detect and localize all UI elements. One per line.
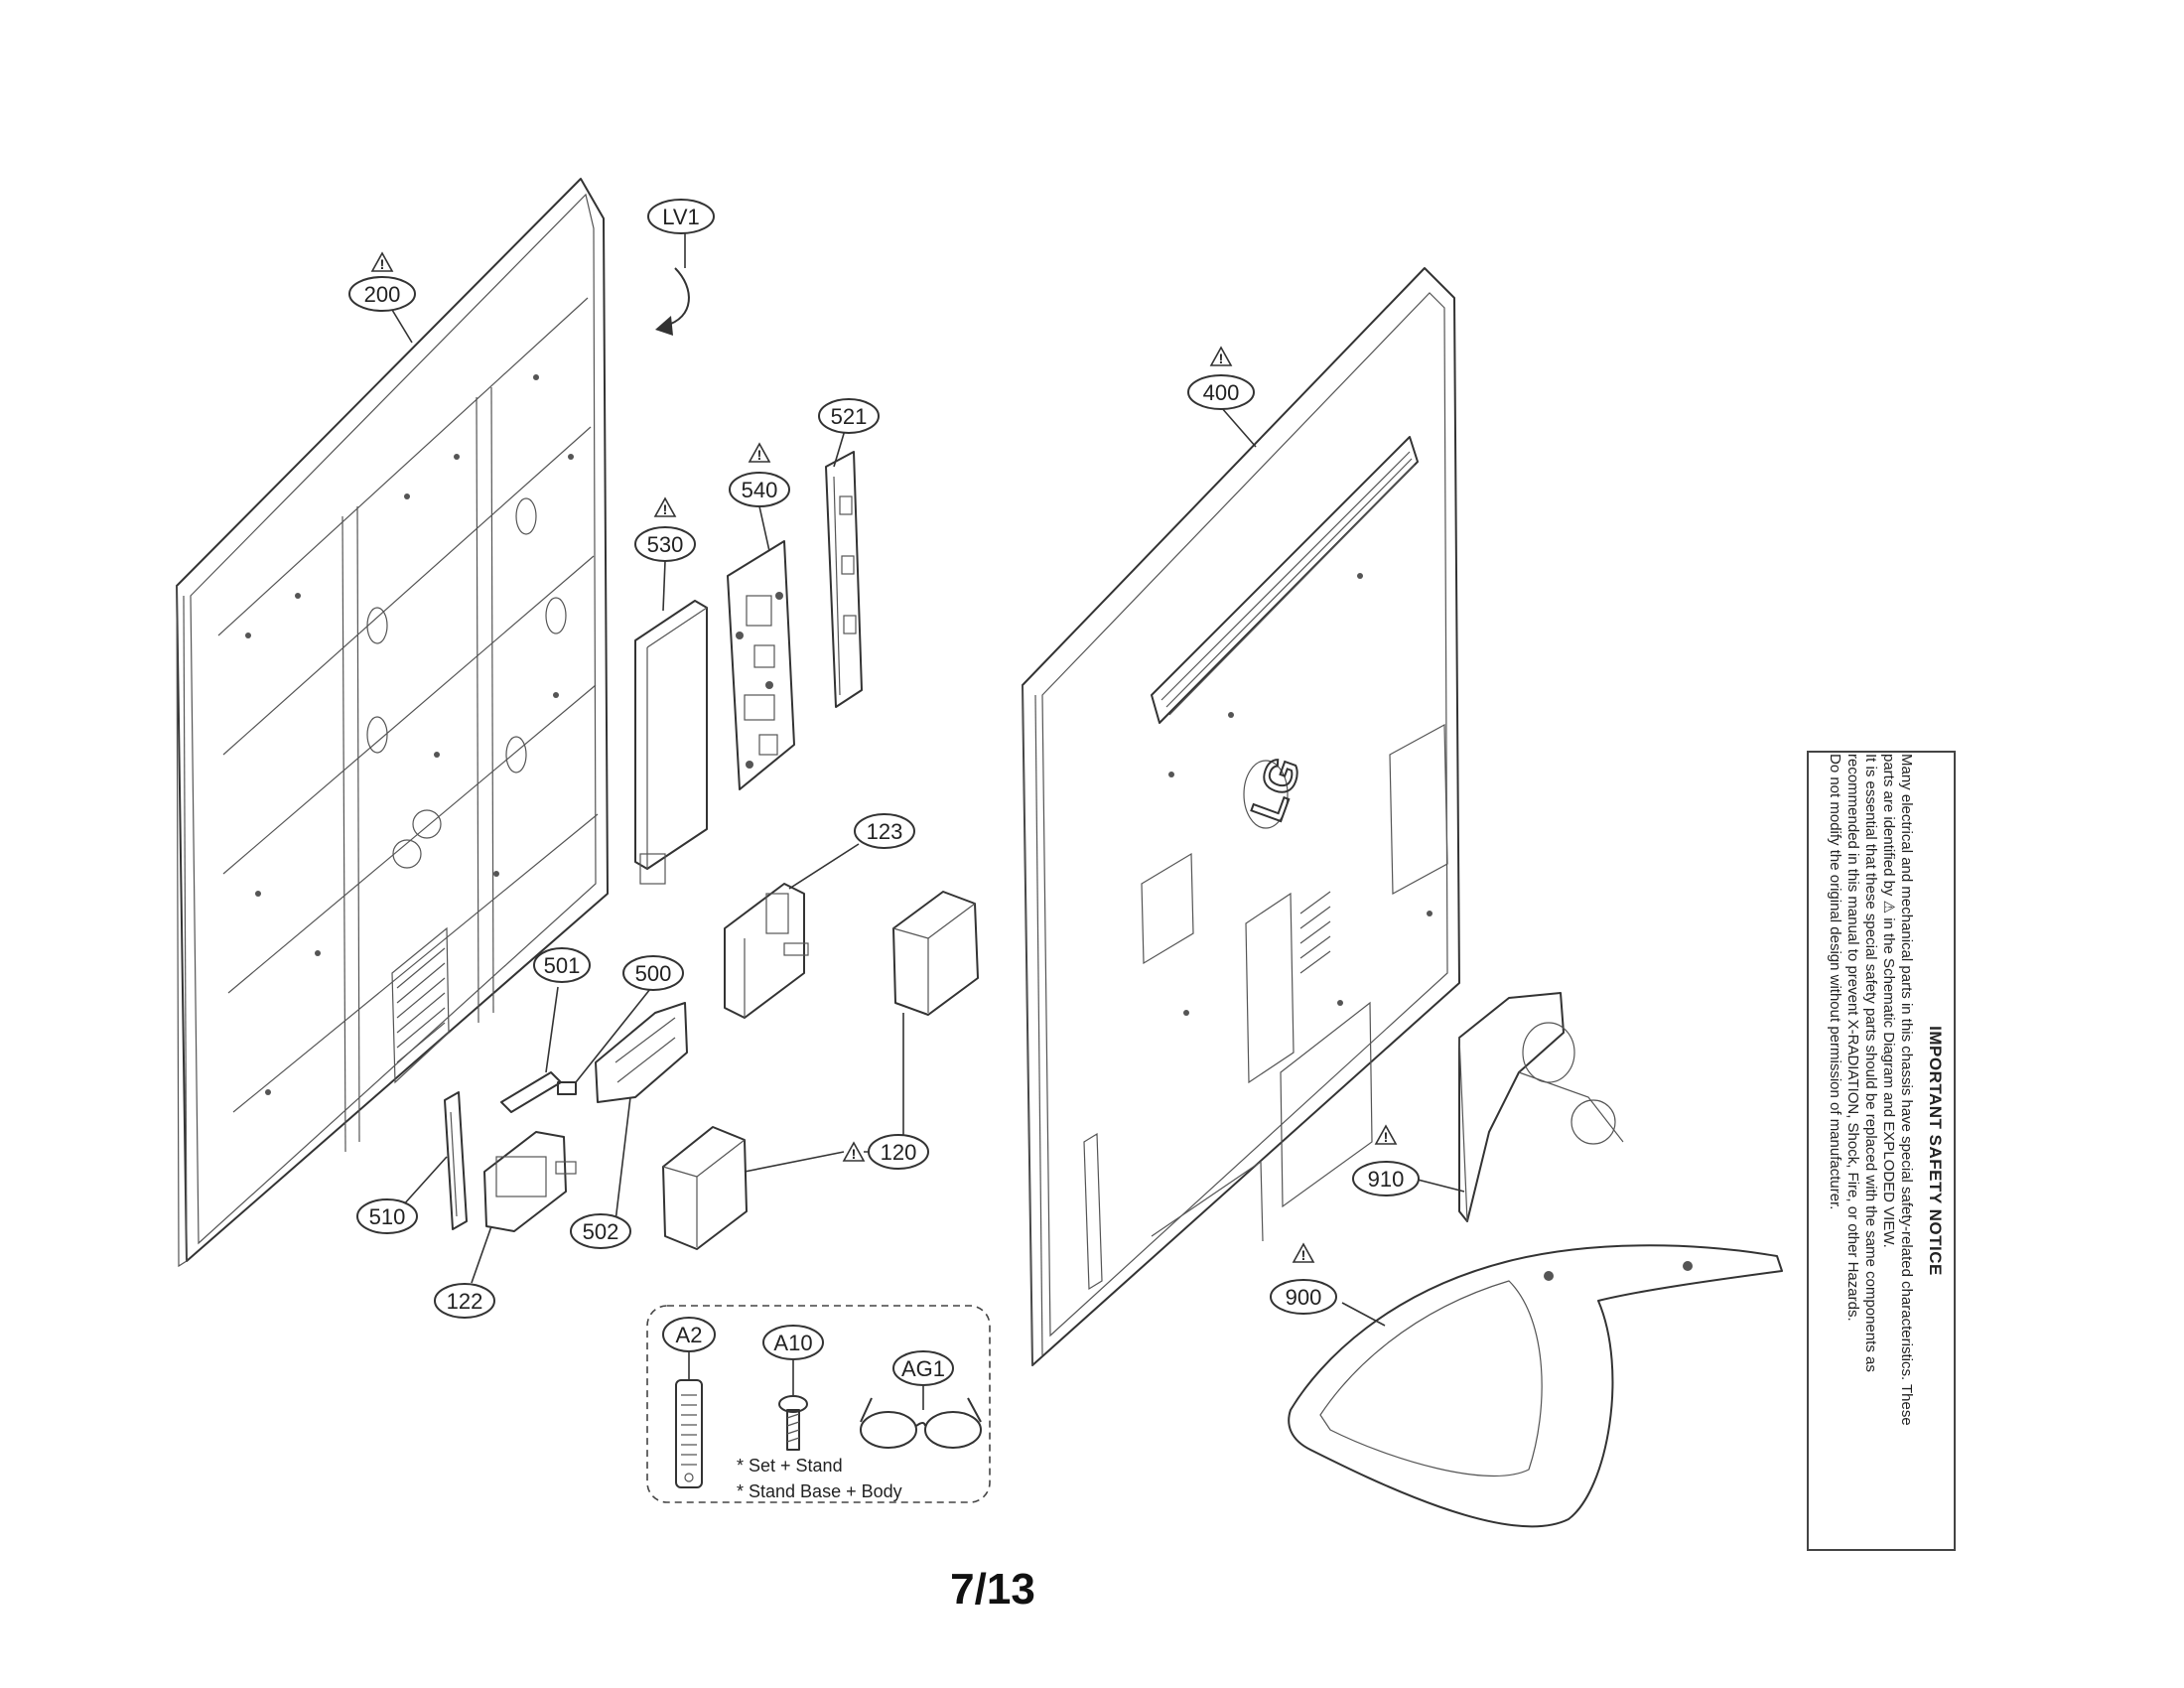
screw-icon	[778, 1395, 808, 1451]
callout-910: 910	[1352, 1161, 1420, 1196]
svg-text:!: !	[1301, 1247, 1306, 1263]
part-120-speaker-upper	[892, 891, 979, 1016]
svg-text:400: 400	[1203, 380, 1240, 405]
callout-501: 501	[533, 947, 591, 983]
3d-glasses-icon	[860, 1397, 982, 1449]
svg-text:910: 910	[1368, 1167, 1405, 1192]
part-501	[500, 1071, 562, 1113]
callout-a10: A10	[762, 1325, 824, 1360]
callout-122: 122	[434, 1283, 495, 1319]
accessories-box	[646, 1305, 991, 1503]
callout-ag1: AG1	[892, 1350, 954, 1386]
part-510	[444, 1091, 468, 1230]
svg-text:!: !	[380, 256, 385, 272]
safety-notice-line: parts are identified by ⚠ in the Schemat…	[1880, 754, 1897, 1248]
safety-notice-title: IMPORTANT SAFETY NOTICE	[1926, 1026, 1945, 1276]
callout-200: 200	[348, 276, 416, 312]
callout-540: 540	[729, 472, 790, 507]
svg-text:LV1: LV1	[662, 205, 700, 229]
svg-text:122: 122	[447, 1289, 483, 1314]
svg-text:510: 510	[369, 1204, 406, 1229]
part-540-main-board	[727, 540, 795, 790]
svg-text:540: 540	[742, 478, 778, 502]
safety-notice-line: recommended in this manual to prevent X-…	[1844, 754, 1861, 1322]
callout-a2: A2	[662, 1317, 716, 1352]
warning-triangle-icon: !	[1209, 346, 1233, 366]
callout-900: 900	[1270, 1279, 1337, 1315]
svg-text:200: 200	[364, 282, 401, 307]
warning-triangle-icon: !	[748, 442, 771, 463]
svg-text:A2: A2	[676, 1323, 703, 1347]
part-500	[557, 1081, 577, 1095]
svg-text:120: 120	[881, 1140, 917, 1165]
callout-530: 530	[634, 526, 696, 562]
warning-triangle-icon: !	[842, 1141, 866, 1162]
svg-text:!: !	[663, 501, 668, 517]
warning-triangle-icon: !	[370, 251, 394, 272]
callout-521: 521	[818, 398, 880, 434]
callout-400: 400	[1187, 374, 1255, 410]
leader-lines	[391, 233, 1465, 1410]
warning-triangle-icon: !	[653, 496, 677, 517]
part-530-power-board	[634, 600, 708, 885]
part-200-panel	[176, 178, 609, 1268]
svg-text:530: 530	[647, 532, 684, 557]
svg-text:123: 123	[867, 819, 903, 844]
accessory-note-2: * Stand Base + Body	[737, 1481, 902, 1501]
warning-triangle-icon: !	[1292, 1242, 1315, 1263]
callout-120: 120	[868, 1134, 929, 1170]
part-400-back-cover	[1022, 267, 1460, 1366]
safety-notice-line: Do not modify the original design withou…	[1827, 754, 1843, 1210]
svg-text:500: 500	[635, 961, 672, 986]
part-502	[595, 1002, 688, 1103]
arrow-curve-icon	[655, 267, 690, 336]
svg-text:AG1: AG1	[901, 1356, 945, 1381]
callout-510: 510	[356, 1198, 418, 1234]
lg-logo: LG	[1241, 751, 1311, 828]
svg-text:!: !	[757, 447, 762, 463]
svg-text:!: !	[1384, 1129, 1389, 1145]
callout-123: 123	[854, 813, 915, 849]
part-120-speaker-lower	[662, 1126, 748, 1250]
page-number: 7/13	[950, 1565, 1035, 1614]
safety-notice-body: Many electrical and mechanical parts in …	[1826, 754, 1915, 1548]
callout-lv1: LV1	[647, 199, 715, 234]
part-910-stand-neck	[1458, 992, 1624, 1222]
callout-502: 502	[570, 1213, 631, 1249]
svg-text:!: !	[1219, 351, 1224, 366]
safety-notice-line: It is essential that these special safet…	[1862, 754, 1879, 1372]
part-900-stand-base	[1288, 1244, 1783, 1528]
warning-triangle-icon: !	[1374, 1124, 1398, 1145]
callout-500: 500	[622, 955, 684, 991]
safety-notice-content: IMPORTANT SAFETY NOTICE Many electrical …	[1812, 754, 1951, 1548]
svg-text:!: !	[852, 1146, 857, 1162]
svg-text:501: 501	[544, 953, 581, 978]
safety-notice-box: IMPORTANT SAFETY NOTICE Many electrical …	[1807, 751, 1956, 1551]
svg-text:521: 521	[831, 404, 868, 429]
part-122	[483, 1131, 577, 1232]
accessory-note-1: * Set + Stand	[737, 1456, 843, 1476]
part-123-bracket	[724, 883, 809, 1019]
remote-control-icon	[675, 1379, 703, 1488]
svg-text:900: 900	[1286, 1285, 1322, 1310]
svg-text:502: 502	[583, 1219, 619, 1244]
part-521-terminal-board	[825, 451, 863, 708]
safety-notice-line: Many electrical and mechanical parts in …	[1898, 754, 1915, 1426]
svg-text:A10: A10	[773, 1331, 812, 1355]
